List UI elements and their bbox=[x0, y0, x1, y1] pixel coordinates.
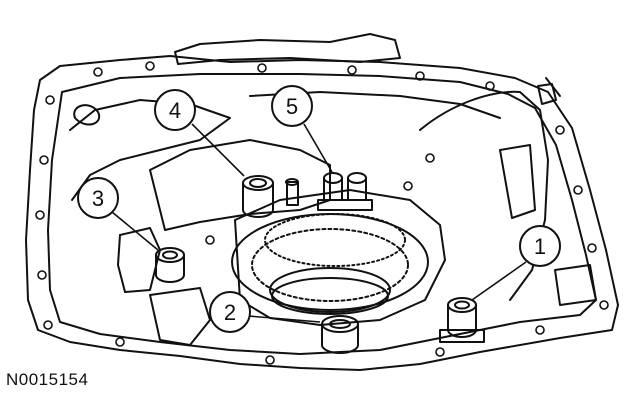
bracket-right bbox=[499, 144, 536, 219]
seal-3-fitting bbox=[155, 247, 185, 283]
clutch-drum-lip bbox=[271, 277, 389, 315]
tube-fitting bbox=[286, 181, 299, 206]
seal-4-fitting bbox=[242, 175, 274, 218]
pan-bolt-holes bbox=[35, 61, 609, 365]
callout-2: 2 bbox=[209, 291, 251, 333]
callout-5: 5 bbox=[271, 85, 313, 127]
callout-4-label: 4 bbox=[169, 98, 181, 123]
callout-1-label: 1 bbox=[534, 234, 546, 259]
seal-2-fitting bbox=[321, 315, 359, 354]
tube-fitting-top bbox=[285, 178, 299, 186]
callout-3-label: 3 bbox=[92, 186, 104, 211]
figure-reference-code: N0015154 bbox=[6, 370, 89, 389]
cover-plate bbox=[234, 189, 446, 326]
bracket-right-lower bbox=[554, 264, 597, 306]
callout-3: 3 bbox=[77, 177, 119, 219]
gear-ring-teeth bbox=[264, 213, 406, 267]
bracket-left bbox=[117, 227, 161, 293]
pan-flange-inner bbox=[47, 73, 597, 355]
callout-1: 1 bbox=[519, 225, 561, 267]
separator-plate-edge bbox=[419, 90, 549, 301]
seal-1-fitting bbox=[439, 297, 485, 343]
bracket-lower bbox=[149, 287, 211, 346]
callout-4: 4 bbox=[154, 89, 196, 131]
callout-leaders bbox=[111, 123, 527, 323]
seal-5-fittings bbox=[317, 172, 373, 211]
callout-5-label: 5 bbox=[286, 94, 298, 119]
internal-wall-left bbox=[69, 99, 231, 201]
callout-2-label: 2 bbox=[224, 300, 236, 325]
grommet-left bbox=[73, 104, 101, 126]
clutch-drum bbox=[269, 267, 391, 313]
top-right-clip bbox=[545, 77, 561, 97]
top-right-connector bbox=[537, 83, 557, 105]
pan-flange-outer bbox=[25, 55, 619, 371]
gear-ring-inner bbox=[251, 228, 409, 302]
